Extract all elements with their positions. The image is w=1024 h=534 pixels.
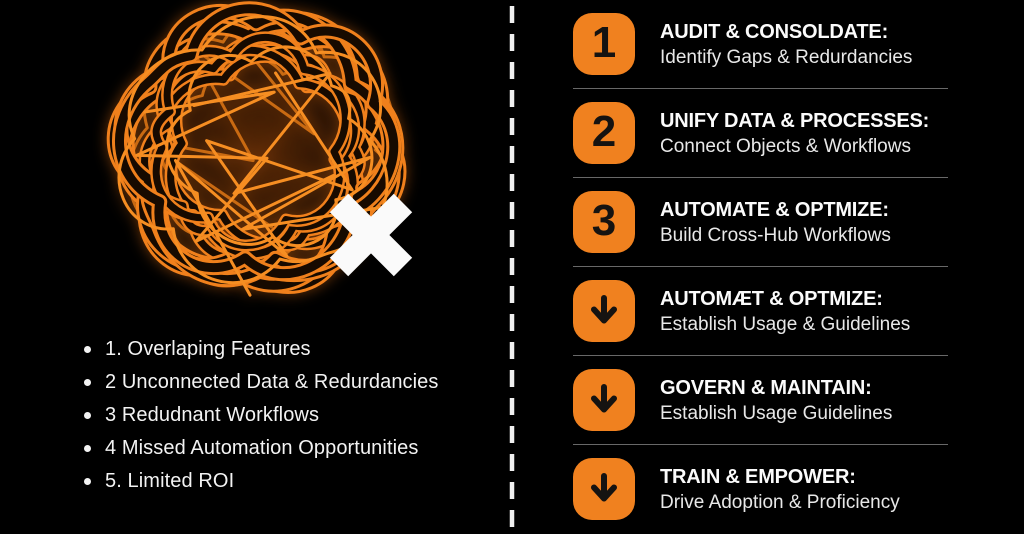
badge-number: 1 [591, 18, 617, 67]
badge-number: 2 [591, 107, 617, 156]
step-title: AUDIT & CONSOLDATE: [660, 21, 889, 43]
step-badge-2: 2 [573, 102, 635, 164]
step-badge-1: 1 [573, 13, 635, 75]
step-subtitle: Connect Objects & Workflows [660, 136, 911, 157]
list-item: 3 Redudnant Workflows [84, 399, 439, 432]
tangled-knot-illustration [98, 0, 428, 304]
issue-label: 5. Limited ROI [105, 470, 235, 492]
bullet-icon [84, 412, 91, 419]
list-item: 2 Unconnected Data & Redurdancies [84, 366, 439, 399]
x-mark-icon [329, 193, 413, 277]
step-subtitle: Identify Gaps & Redurdancies [660, 47, 913, 68]
bullet-icon [84, 379, 91, 386]
tangled-knot-icon [98, 0, 428, 304]
issue-label: 1. Overlaping Features [105, 338, 311, 360]
step-badge-4 [573, 280, 635, 342]
bullet-icon [84, 445, 91, 452]
roadmap-steps: 1 AUDIT & CONSOLDATE: Identify Gaps & Re… [573, 0, 1024, 534]
down-arrow-icon [591, 295, 617, 324]
bullet-icon [84, 346, 91, 353]
step-row-6: TRAIN & EMPOWER: Drive Adoption & Profic… [573, 445, 1024, 534]
badge-number: 3 [591, 196, 617, 245]
step-badge-5 [573, 369, 635, 431]
dashed-divider [507, 0, 517, 534]
step-subtitle: Build Cross-Hub Workflows [660, 225, 891, 246]
step-row-3: 3 AUTOMATE & OPTMIZE: Build Cross-Hub Wo… [573, 178, 1024, 267]
issue-label: 3 Redudnant Workflows [105, 404, 320, 426]
step-subtitle: Establish Usage Guidelines [660, 403, 893, 424]
step-row-2: 2 UNIFY DATA & PROCESSES: Connect Object… [573, 89, 1024, 178]
step-title: TRAIN & EMPOWER: [660, 466, 856, 488]
step-subtitle: Drive Adoption & Proficiency [660, 492, 900, 513]
issue-label: 2 Unconnected Data & Redurdancies [105, 371, 439, 393]
down-arrow-icon [591, 473, 617, 502]
step-title: AUTOMATE & OPTMIZE: [660, 199, 889, 221]
bullet-icon [84, 478, 91, 485]
step-subtitle: Establish Usage & Guidelines [660, 314, 911, 335]
down-arrow-icon [591, 384, 617, 413]
step-title: UNIFY DATA & PROCESSES: [660, 110, 930, 132]
list-item: 5. Limited ROI [84, 465, 439, 498]
step-title: GOVERN & MAINTAIN: [660, 377, 872, 399]
step-row-5: GOVERN & MAINTAIN: Establish Usage Guide… [573, 356, 1024, 445]
step-title: AUTOMÆT & OPTMIZE: [660, 288, 883, 310]
step-badge-6 [573, 458, 635, 520]
issue-label: 4 Missed Automation Opportunities [105, 437, 419, 459]
issues-list: 1. Overlaping Features 2 Unconnected Dat… [84, 333, 439, 498]
step-badge-3: 3 [573, 191, 635, 253]
list-item: 1. Overlaping Features [84, 333, 439, 366]
step-row-1: 1 AUDIT & CONSOLDATE: Identify Gaps & Re… [573, 0, 1024, 89]
step-row-4: AUTOMÆT & OPTMIZE: Establish Usage & Gui… [573, 267, 1024, 356]
list-item: 4 Missed Automation Opportunities [84, 432, 439, 465]
